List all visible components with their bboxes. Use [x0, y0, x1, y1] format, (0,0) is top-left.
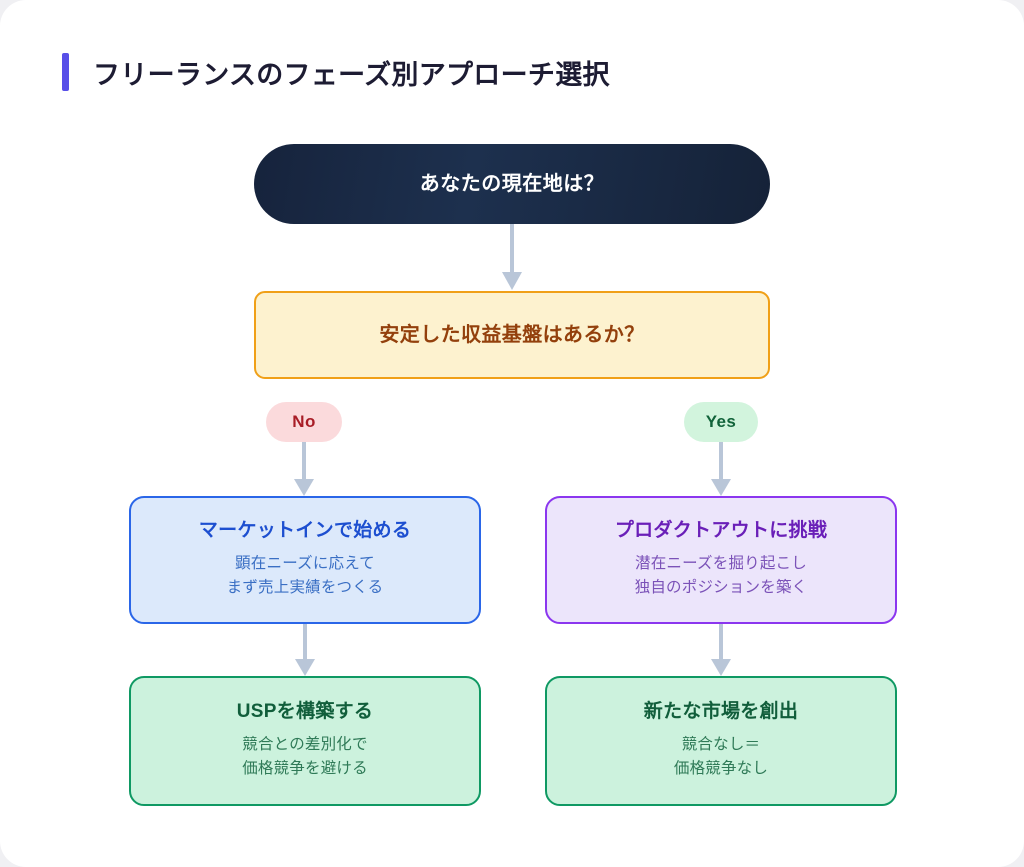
node-market-in-sub-line2: まず売上実績をつくる	[226, 578, 384, 596]
node-new-market[interactable]: 新たな市場を創出 競合なし＝ 価格競争なし	[545, 676, 897, 806]
node-usp-subtitle: 競合との差別化で 価格競争を避ける	[242, 733, 368, 781]
node-usp[interactable]: USPを構築する 競合との差別化で 価格競争を避ける	[129, 676, 481, 806]
title-accent-bar	[62, 53, 69, 91]
node-new-market-subtitle: 競合なし＝ 価格競争なし	[674, 733, 768, 781]
node-market-in-title: マーケットインで始める	[198, 520, 412, 542]
node-new-market-sub-line1: 競合なし＝	[681, 735, 761, 753]
node-new-market-title: 新たな市場を創出	[643, 701, 799, 723]
node-product-out-sub-line2: 独自のポジションを築く	[634, 578, 808, 596]
node-product-out-subtitle: 潜在ニーズを掘り起こし 独自のポジションを築く	[635, 552, 808, 600]
node-usp-sub-line1: 競合との差別化で	[242, 735, 368, 753]
node-decision[interactable]: 安定した収益基盤はあるか？	[254, 291, 770, 379]
node-product-out[interactable]: プロダクトアウトに挑戦 潜在ニーズを掘り起こし 独自のポジションを築く	[545, 496, 897, 624]
node-start-label: あなたの現在地は？	[419, 173, 605, 195]
node-product-out-sub-line1: 潜在ニーズを掘り起こし	[635, 554, 807, 572]
node-market-in-sub-line1: 顕在ニーズに応えて	[235, 554, 375, 572]
page-title: フリーランスのフェーズ別アプローチ選択	[62, 52, 610, 92]
node-usp-sub-line2: 価格競争を避ける	[242, 759, 368, 777]
node-market-in[interactable]: マーケットインで始める 顕在ニーズに応えて まず売上実績をつくる	[129, 496, 481, 624]
branch-label-no: No	[266, 402, 342, 442]
connector-start-to-decision	[496, 224, 528, 291]
node-decision-label: 安定した収益基盤はあるか？	[379, 324, 645, 346]
node-product-out-title: プロダクトアウトに挑戦	[614, 520, 828, 542]
node-new-market-sub-line2: 価格競争なし	[673, 759, 769, 777]
node-usp-title: USPを構築する	[236, 701, 374, 723]
node-market-in-subtitle: 顕在ニーズに応えて まず売上実績をつくる	[227, 552, 384, 600]
connector-yes-branch	[705, 442, 737, 497]
page-title-text: フリーランスのフェーズ別アプローチ選択	[93, 59, 610, 90]
branch-label-yes: Yes	[684, 402, 758, 442]
node-start[interactable]: あなたの現在地は？	[254, 144, 770, 224]
connector-no-branch	[288, 442, 320, 497]
connector-productout-to-newmarket	[705, 624, 737, 677]
connector-marketin-to-usp	[289, 624, 321, 677]
